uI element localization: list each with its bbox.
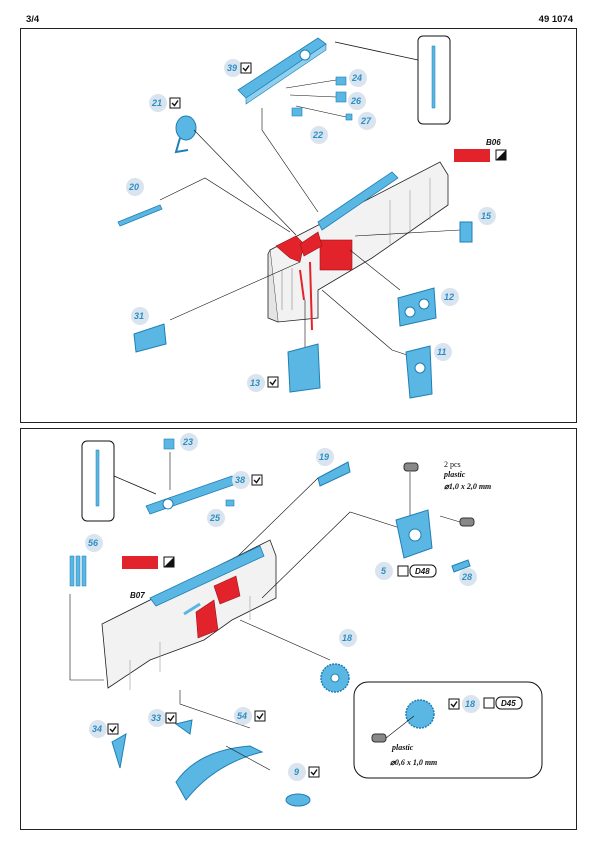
- label-11: 11: [437, 347, 446, 357]
- plate-part-12: [397, 287, 437, 327]
- label-13: 13: [250, 378, 260, 388]
- strip-part-20: [117, 204, 163, 227]
- label-21: 21: [151, 98, 162, 108]
- sprocket-part-18: [320, 663, 350, 693]
- label-9: 9: [294, 767, 299, 777]
- label-18: 18: [342, 633, 352, 643]
- paint-swatch-b06: [454, 149, 490, 162]
- paint-code-b06: B06: [486, 138, 501, 147]
- sheet-part-56: [69, 555, 87, 587]
- product-code: 49 1074: [538, 14, 573, 25]
- bend-check-icon: [254, 710, 266, 722]
- plastic-count: 2 pcs: [444, 460, 461, 469]
- bend-check-icon: [165, 712, 177, 724]
- label-19: 19: [319, 452, 329, 462]
- rail-part-38: [145, 475, 237, 515]
- chassis-bottom: [101, 539, 277, 690]
- code-d48-icon: [397, 565, 409, 577]
- label-15: 15: [481, 211, 492, 221]
- chassis-top: [267, 161, 449, 331]
- bracket-part-34: [111, 733, 127, 769]
- label-22: 22: [312, 130, 323, 140]
- rail-part-39: [237, 37, 327, 105]
- bottom-assembly-panel: [20, 428, 577, 830]
- plate-part-31: [133, 323, 167, 353]
- plate-part-13: [287, 343, 321, 393]
- bend-check-icon: [107, 723, 119, 735]
- label-33: 33: [151, 713, 161, 723]
- cement-half-icon: [163, 556, 175, 568]
- arc-part-54: [175, 745, 264, 801]
- label-31: 31: [134, 311, 144, 321]
- label-56: 56: [88, 538, 99, 548]
- bend-check-icon: [240, 62, 252, 74]
- detail-material: plastic: [391, 743, 414, 752]
- bend-check-icon: [169, 97, 181, 109]
- label-5: 5: [381, 566, 387, 576]
- label-28: 28: [461, 572, 472, 582]
- label-25: 25: [209, 513, 221, 523]
- detail-dims: ⌀0,6 x 1,0 mm: [390, 758, 437, 767]
- label-38: 38: [235, 475, 245, 485]
- callouts-top: 39 24 26 27 22 21 20 15 12 11 13 31: [126, 59, 496, 392]
- plastic-detail-box: [353, 681, 543, 779]
- top-assembly-panel: [20, 28, 577, 423]
- label-34: 34: [92, 724, 102, 734]
- paint-swatch-b07: [122, 556, 158, 569]
- label-23: 23: [182, 437, 193, 447]
- code-d45: D45: [501, 699, 516, 708]
- callouts-bottom: 23 38 25 19 56 5 28 18 18 34 33 54 9: [85, 433, 480, 781]
- cement-half-icon: [495, 149, 507, 161]
- label-39: 39: [227, 63, 237, 73]
- label-18-detail: 18: [465, 699, 475, 709]
- code-d45-icon: [483, 697, 495, 709]
- label-20: 20: [128, 182, 139, 192]
- label-26: 26: [350, 96, 362, 106]
- disc-part-9: [285, 793, 311, 807]
- detail-box-top: [334, 35, 451, 125]
- plastic-dims: ⌀1,0 x 2,0 mm: [444, 482, 491, 491]
- plate-part-15: [459, 221, 473, 243]
- label-27: 27: [360, 116, 372, 126]
- bend-check-icon: [308, 766, 320, 778]
- bracket-part-21: [174, 115, 197, 154]
- bracket-part-33: [174, 719, 193, 735]
- pin-assembly: [395, 462, 475, 573]
- code-d48: D48: [415, 567, 430, 576]
- bend-check-icon: [251, 474, 263, 486]
- plastic-material: plastic: [443, 470, 466, 479]
- label-54: 54: [237, 711, 247, 721]
- paint-code-b07: B07: [130, 591, 145, 600]
- page-number: 3/4: [26, 14, 40, 25]
- label-12: 12: [444, 292, 454, 302]
- label-24: 24: [351, 73, 362, 83]
- bend-check-icon: [448, 698, 460, 710]
- bend-check-icon: [267, 376, 279, 388]
- strip-part-19: [317, 461, 351, 487]
